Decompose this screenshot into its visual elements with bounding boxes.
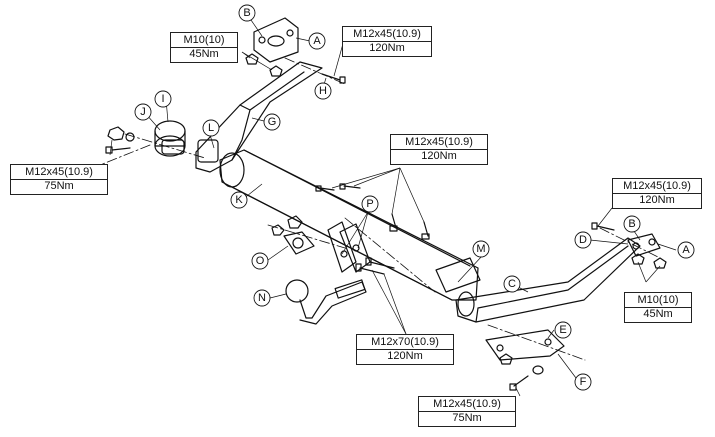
svg-text:M: M — [476, 243, 485, 255]
svg-text:J: J — [140, 106, 146, 118]
svg-text:I: I — [161, 93, 164, 105]
spec-torque: 75Nm — [452, 412, 482, 424]
spec-m12-left: M12x45(10.9) 75Nm — [10, 164, 108, 195]
svg-text:O: O — [256, 255, 265, 267]
spec-m10-top: M10(10) 45Nm — [170, 32, 238, 63]
bolts-center — [315, 183, 430, 240]
callout-g: G — [263, 113, 281, 131]
spec-torque: 120Nm — [421, 150, 457, 162]
callout-b-right: B — [623, 215, 641, 233]
callout-m: M — [472, 240, 490, 258]
bolt-bottom — [509, 365, 544, 391]
svg-text:D: D — [579, 234, 587, 246]
spec-torque: 120Nm — [387, 350, 423, 362]
callout-b-top: B — [238, 4, 256, 22]
part-callouts: A B H I J L G K P M O N C D B A E F — [134, 4, 695, 391]
svg-text:A: A — [682, 244, 690, 256]
socket-plate-o — [271, 215, 315, 255]
spec-torque: 120Nm — [639, 194, 675, 206]
mounting-plate-a-right — [627, 233, 667, 269]
callout-d: D — [574, 231, 592, 249]
spec-torque: 120Nm — [369, 42, 405, 54]
crossbeam-k — [219, 149, 479, 301]
svg-text:K: K — [235, 194, 243, 206]
spec-bolt: M10(10) — [171, 33, 237, 48]
spec-m12-right: M12x45(10.9) 120Nm — [612, 178, 702, 209]
tow-ball-n — [285, 279, 367, 325]
gusset-m — [435, 257, 481, 293]
mounting-plate-a-top — [253, 17, 299, 63]
svg-text:C: C — [508, 278, 516, 290]
nuts-left — [105, 126, 135, 154]
svg-text:F: F — [580, 376, 587, 388]
spec-m12-bottom: M12x45(10.9) 75Nm — [418, 396, 516, 427]
callout-a-right: A — [677, 241, 695, 259]
svg-text:N: N — [258, 292, 266, 304]
bracket-c — [455, 237, 641, 323]
svg-text:B: B — [243, 7, 250, 19]
svg-text:B: B — [628, 218, 635, 230]
spec-m12-top: M12x45(10.9) 120Nm — [342, 26, 432, 57]
spec-m12x70: M12x70(10.9) 120Nm — [356, 334, 454, 365]
svg-text:L: L — [208, 122, 214, 134]
spec-torque: 75Nm — [44, 180, 74, 192]
spec-bolt: M12x45(10.9) — [391, 135, 487, 150]
callout-n: N — [253, 289, 271, 307]
callout-i: I — [154, 90, 172, 108]
spec-bolt: M12x45(10.9) — [613, 179, 701, 194]
spec-bolt: M12x45(10.9) — [343, 27, 431, 42]
callout-e: E — [554, 321, 572, 339]
bolt-d — [591, 222, 615, 231]
spec-m10-right: M10(10) 45Nm — [624, 292, 692, 323]
bracket-g — [195, 61, 323, 173]
callout-h: H — [314, 82, 332, 100]
callout-c: C — [503, 275, 521, 293]
callout-k: K — [230, 191, 248, 209]
callout-f: F — [574, 373, 592, 391]
callout-p: P — [361, 195, 379, 213]
spec-m12-center: M12x45(10.9) 120Nm — [390, 134, 488, 165]
svg-text:A: A — [313, 35, 321, 47]
callout-o: O — [251, 252, 269, 270]
bolt-h — [321, 73, 346, 84]
end-cap-i — [154, 120, 186, 157]
spec-torque: 45Nm — [189, 48, 219, 60]
callout-a-top: A — [308, 32, 326, 50]
lower-bracket-e — [485, 329, 565, 365]
spec-bolt: M12x45(10.9) — [11, 165, 107, 180]
callout-j: J — [134, 103, 152, 121]
nut-top-1 — [269, 65, 283, 77]
svg-text:G: G — [268, 116, 277, 128]
assembly-center-lines — [99, 57, 661, 361]
spec-torque: 45Nm — [643, 308, 673, 320]
bolts-m12x70 — [355, 257, 395, 275]
callout-l: L — [202, 119, 220, 137]
spec-bolt: M10(10) — [625, 293, 691, 308]
svg-text:H: H — [319, 85, 327, 97]
spec-bolt: M12x45(10.9) — [419, 397, 515, 412]
svg-text:P: P — [366, 198, 373, 210]
svg-text:E: E — [559, 324, 566, 336]
spec-bolt: M12x70(10.9) — [357, 335, 453, 350]
